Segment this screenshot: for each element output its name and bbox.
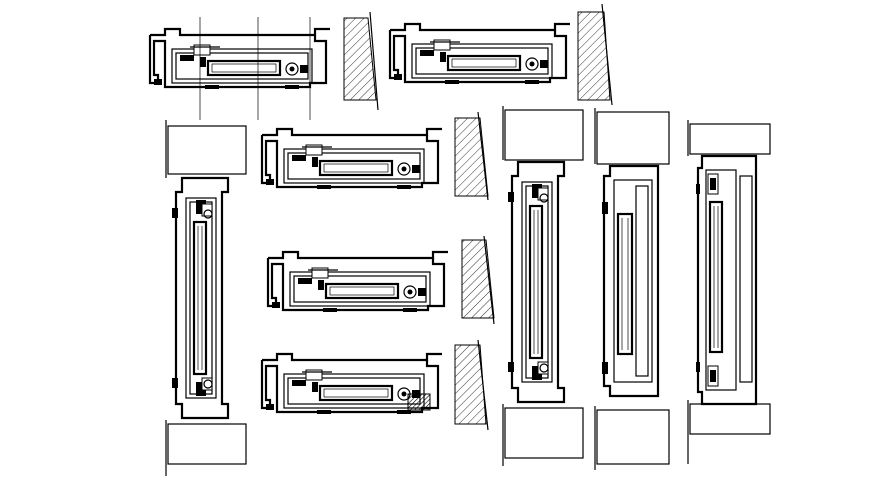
wall-block-top-b xyxy=(502,106,584,161)
wall-hatch-4 xyxy=(461,235,495,325)
wall-block-bottom-c xyxy=(594,406,670,470)
section-vertical-d xyxy=(696,154,758,406)
section-horizontal-4 xyxy=(266,250,450,314)
wall-block-bottom-d xyxy=(687,400,771,464)
wall-block-bottom-b xyxy=(502,404,584,466)
wall-hatch-2 xyxy=(577,3,613,106)
section-horizontal-3 xyxy=(260,127,444,191)
section-horizontal-5 xyxy=(260,352,444,416)
section-vertical-b xyxy=(506,160,566,404)
section-horizontal-2 xyxy=(388,22,572,86)
section-vertical-c xyxy=(602,164,660,398)
wall-hatch-1 xyxy=(343,11,379,111)
wall-block-top-a xyxy=(165,120,247,178)
section-vertical-a xyxy=(170,176,230,420)
wall-block-top-c xyxy=(594,108,670,165)
wall-block-bottom-a xyxy=(165,420,247,476)
wall-block-top-d xyxy=(687,120,771,156)
section-horizontal-1 xyxy=(148,17,332,120)
wall-hatch-3 xyxy=(454,111,489,201)
wall-hatch-5 xyxy=(454,339,489,431)
